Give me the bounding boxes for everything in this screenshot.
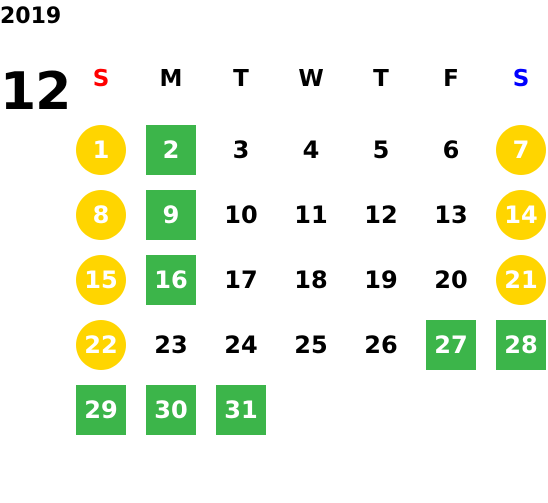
day-cell[interactable]: 3 (232, 136, 250, 164)
day-cell[interactable]: 23 (154, 331, 188, 359)
day-cell[interactable]: 24 (224, 331, 258, 359)
day-cell[interactable]: 29 (76, 385, 126, 435)
weekday-label-1: M (159, 66, 183, 92)
day-cell[interactable]: 25 (294, 331, 328, 359)
day-cell[interactable]: 26 (364, 331, 398, 359)
day-cell[interactable]: 22 (76, 320, 126, 370)
day-cell[interactable]: 10 (224, 201, 258, 229)
calendar-month: 12 (0, 62, 71, 122)
day-cell[interactable]: 6 (442, 136, 460, 164)
weekday-label-5: F (443, 66, 459, 92)
day-cell[interactable]: 31 (216, 385, 266, 435)
day-cell[interactable]: 14 (496, 190, 546, 240)
day-cell[interactable]: 2 (146, 125, 196, 175)
day-cell[interactable]: 20 (434, 266, 468, 294)
day-cell[interactable]: 17 (224, 266, 258, 294)
day-cell[interactable]: 7 (496, 125, 546, 175)
day-cell[interactable]: 18 (294, 266, 328, 294)
weekday-label-3: W (298, 66, 324, 92)
weekday-label-2: T (233, 66, 249, 92)
day-cell[interactable]: 19 (364, 266, 398, 294)
day-cell[interactable]: 4 (302, 136, 320, 164)
day-cell[interactable]: 15 (76, 255, 126, 305)
day-cell[interactable]: 1 (76, 125, 126, 175)
day-cell[interactable]: 28 (496, 320, 546, 370)
day-cell[interactable]: 9 (146, 190, 196, 240)
day-cell[interactable]: 8 (76, 190, 126, 240)
day-cell[interactable]: 5 (372, 136, 390, 164)
day-cell[interactable]: 12 (364, 201, 398, 229)
day-cell[interactable]: 21 (496, 255, 546, 305)
day-cell[interactable]: 16 (146, 255, 196, 305)
day-cell[interactable]: 13 (434, 201, 468, 229)
calendar-year: 2019 (0, 4, 62, 29)
weekday-label-4: T (373, 66, 389, 92)
day-cell[interactable]: 11 (294, 201, 328, 229)
weekday-label-6: S (512, 66, 530, 92)
weekday-label-0: S (92, 66, 110, 92)
day-cell[interactable]: 27 (426, 320, 476, 370)
day-cell[interactable]: 30 (146, 385, 196, 435)
